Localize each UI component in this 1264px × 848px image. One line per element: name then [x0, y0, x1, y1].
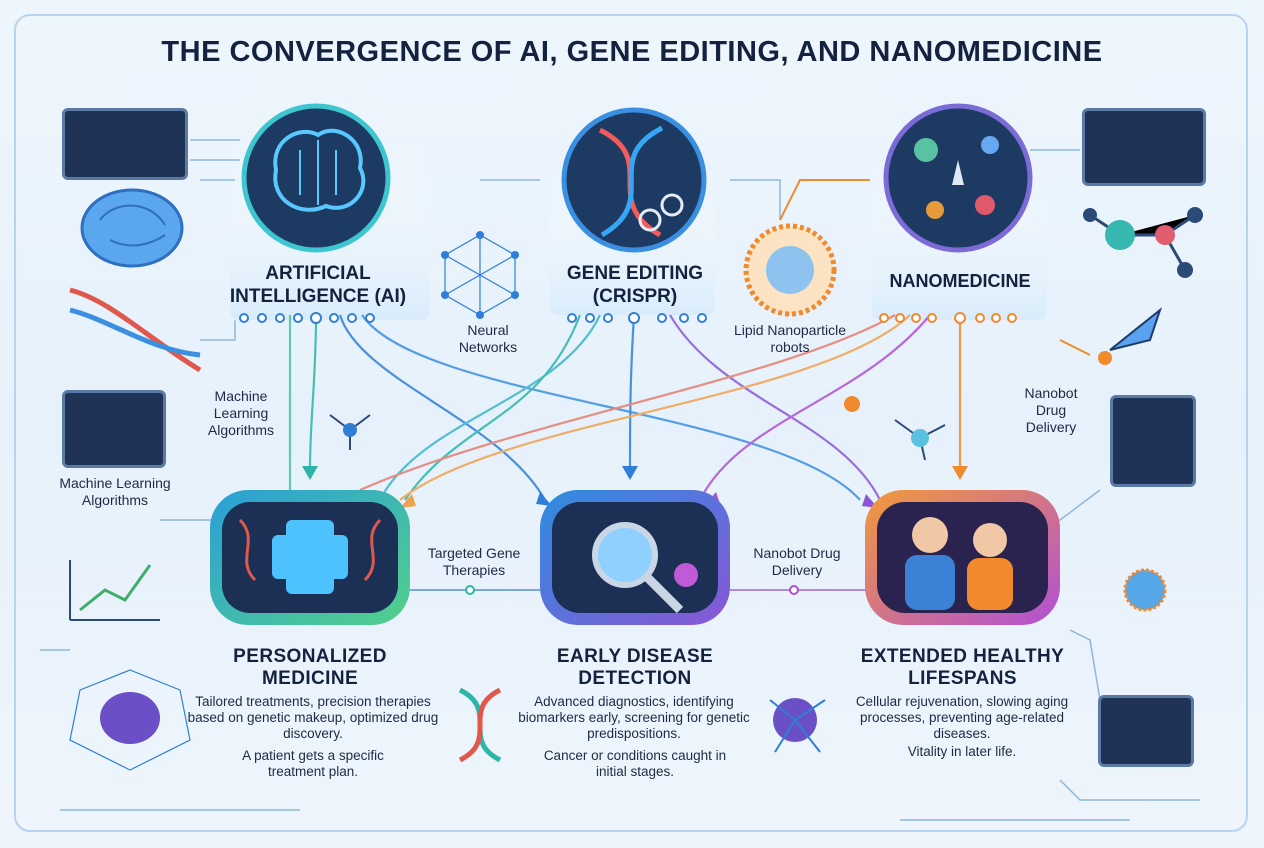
extended-lifespans-example: Vitality in later life.: [907, 744, 1017, 759]
early-detection-text: Advanced diagnostics, identifying biomar…: [518, 694, 750, 741]
chart-monitor-right-bottom: [1098, 695, 1194, 767]
nanobot-delivery-label-2: Nanobot Drug Delivery: [753, 545, 841, 578]
pillar-ai-label: ARTIFICIAL INTELLIGENCE (AI): [229, 263, 407, 307]
personalized-heading: PERSONALIZED MEDICINE: [233, 646, 387, 689]
targeted-gene-label: Targeted Gene Therapies: [427, 545, 521, 578]
ai-brain-circle: [241, 103, 391, 253]
lipid-nanoparticle-label: Lipid Nanoparticle robots: [733, 322, 847, 355]
dna-circle: [561, 107, 707, 253]
chart-monitor-right-mid: [1110, 395, 1196, 487]
personalized-example: A patient gets a specific treatment plan…: [242, 748, 384, 779]
chart-monitor-right-top: [1082, 108, 1206, 186]
extended-lifespans-text: Cellular rejuvenation, slowing aging pro…: [855, 694, 1069, 741]
neural-networks-label: Neural Networks: [458, 322, 518, 355]
nanobot-delivery-label-1: Nanobot Drug Delivery: [1024, 385, 1078, 435]
code-monitor-left: [62, 108, 188, 180]
pillar-nano-label: NANOMEDICINE: [889, 271, 1031, 291]
personalized-text: Tailored treatments, precision therapies…: [187, 694, 439, 741]
extended-lifespans-heading: EXTENDED HEALTHY LIFESPANS: [860, 646, 1065, 689]
page-title: THE CONVERGENCE OF AI, GENE EDITING, AND…: [161, 36, 1103, 68]
brain-monitor-left: [62, 390, 166, 468]
border-frame: [14, 14, 1248, 832]
ml-algorithms-label-1: Machine Learning Algorithms: [207, 388, 275, 438]
pillar-gene-label: GENE EDITING (CRISPR): [566, 263, 704, 307]
ml-algorithms-label-2: Machine Learning Algorithms: [59, 475, 171, 508]
early-detection-example: Cancer or conditions caught in initial s…: [543, 748, 727, 779]
early-detection-heading: EARLY DISEASE DETECTION: [556, 646, 714, 689]
